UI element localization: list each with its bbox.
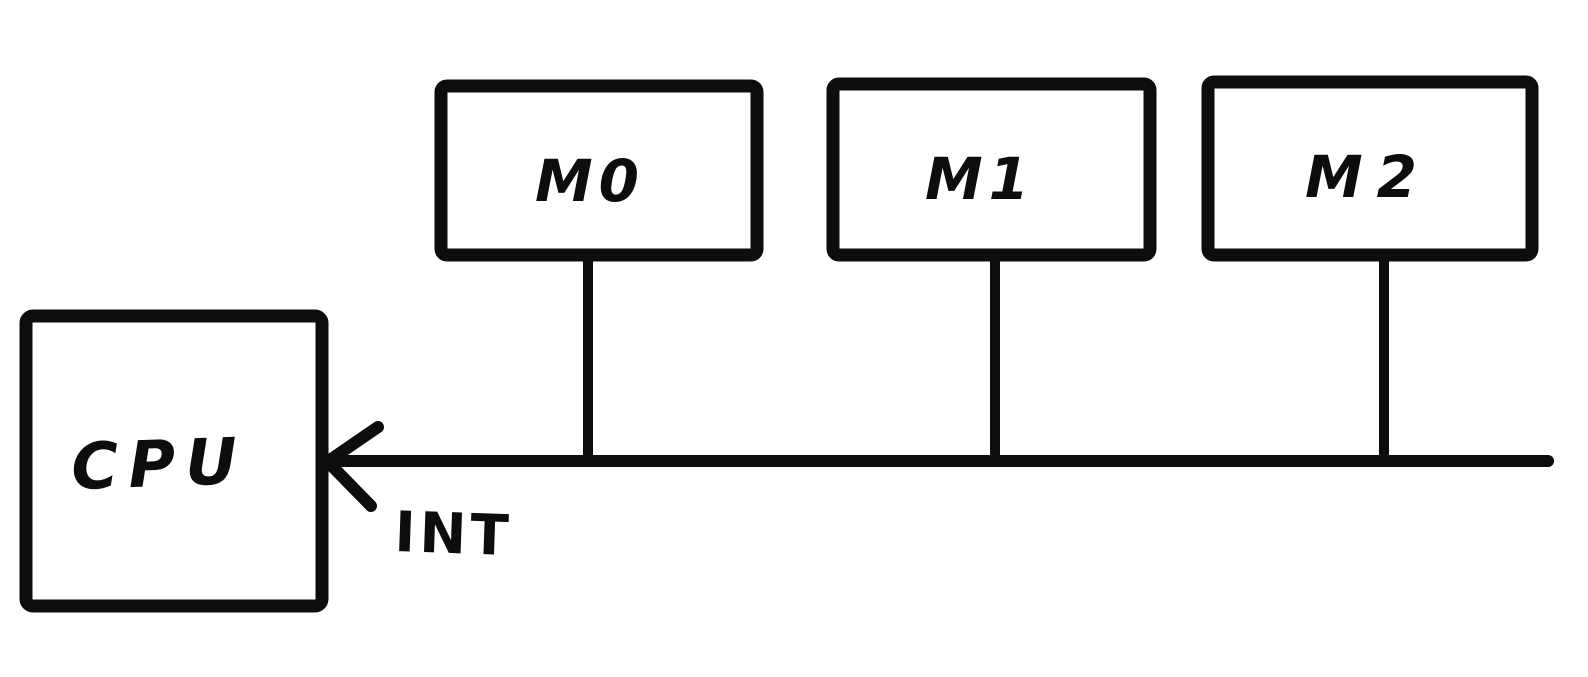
module-box-m2 (1201, 75, 1539, 262)
cpu-label: CPU (70, 425, 248, 505)
arrowhead-lower-barb (321, 455, 377, 512)
interrupt-label: INT (394, 500, 514, 569)
arrowhead-upper-barb (321, 421, 384, 468)
module-label-m1: M1 (925, 145, 1035, 213)
cpu-box (19, 309, 329, 613)
module-label-m2: M2 (1305, 143, 1431, 211)
module-box-m1 (826, 77, 1157, 262)
module-box-m0 (434, 79, 764, 262)
module-label-m0: M0 (535, 147, 645, 215)
